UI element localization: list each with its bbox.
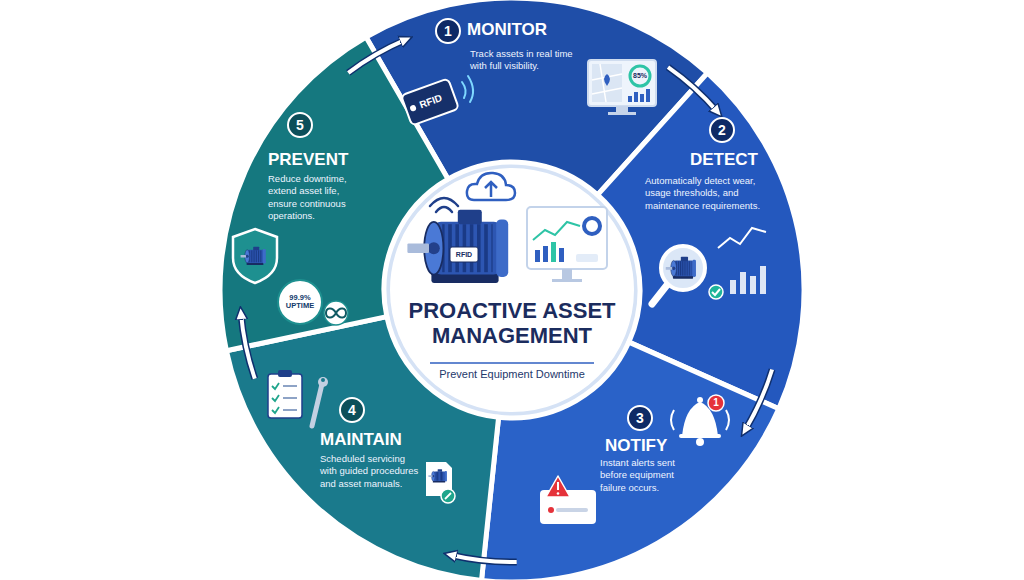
segment-description: Automatically detect wear, usage thresho… — [645, 175, 773, 212]
shape-outline — [482, 342, 779, 580]
gauge-value: 85% — [633, 72, 647, 79]
plate-label: RFID — [456, 251, 472, 258]
segment-description: Track assets in real time with full visi… — [470, 48, 582, 73]
shape-outline — [387, 165, 637, 415]
step-number: 3 — [629, 407, 651, 429]
segment-heading: NOTIFY — [605, 436, 667, 456]
segment-heading: MAINTAIN — [320, 430, 402, 450]
step-number: 1 — [437, 20, 459, 42]
step-number-circle: 4 — [339, 397, 365, 423]
maintain-segment: MAINTAIN Scheduled servicing with guided … — [226, 316, 499, 580]
step-number-circle: 5 — [287, 112, 313, 138]
step-number-circle: 1 — [435, 18, 461, 44]
segment-heading: MONITOR — [467, 20, 547, 40]
shape-outline — [220, 37, 448, 351]
step-number: 4 — [341, 399, 363, 421]
segment-description: Scheduled servicing with guided procedur… — [320, 453, 420, 490]
step-number-circle: 2 — [709, 117, 735, 143]
segment-description: Reduce downtime, extend asset life, ensu… — [268, 173, 365, 222]
segment-description: Instant alerts sent before equipment fai… — [600, 457, 696, 494]
center-title: PROACTIVE ASSET MANAGEMENT — [397, 298, 627, 349]
step-number-circle: 3 — [627, 405, 653, 431]
step-number: 2 — [711, 119, 733, 141]
shape-outline — [226, 317, 498, 580]
badge-count: 1 — [713, 398, 719, 409]
step-number: 5 — [289, 114, 311, 136]
center-subtitle: Prevent Equipment Downtime — [412, 368, 612, 381]
segment-heading: PREVENT — [268, 150, 348, 170]
segment-heading: DETECT — [690, 150, 758, 170]
uptime-label: 99.9% UPTIME — [282, 294, 318, 310]
